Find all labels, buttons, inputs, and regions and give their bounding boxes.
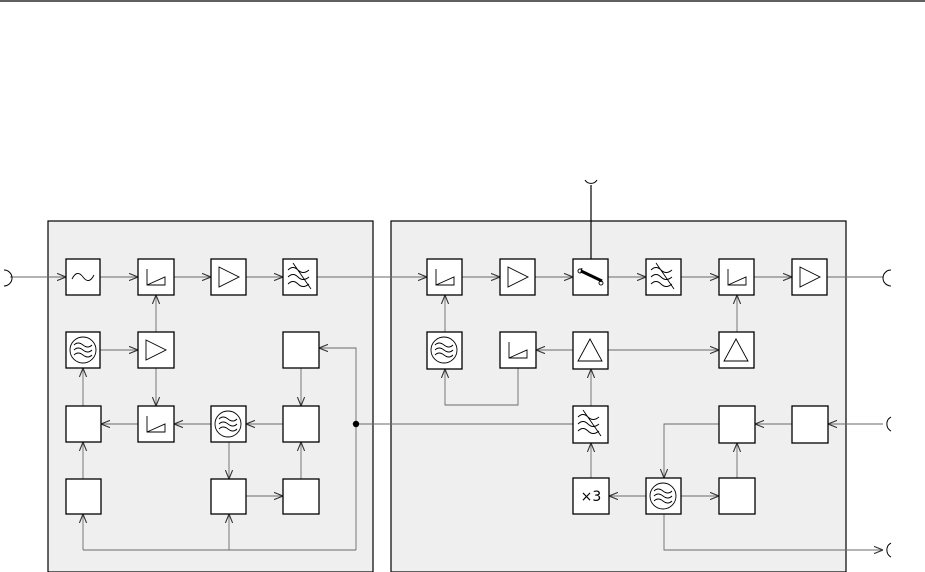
output-port-right bbox=[883, 270, 891, 286]
auxiliary-output-port bbox=[887, 543, 891, 557]
junction-dot bbox=[353, 421, 359, 427]
box bbox=[66, 479, 101, 514]
lowpass-filter bbox=[283, 259, 317, 295]
input-port-left bbox=[4, 270, 12, 286]
oscillator bbox=[211, 406, 246, 442]
lowpass-filter bbox=[573, 406, 608, 443]
oscillator bbox=[646, 478, 681, 514]
amplifier bbox=[792, 259, 827, 295]
bandpass-filter bbox=[66, 259, 100, 295]
box bbox=[283, 479, 319, 514]
box bbox=[792, 406, 828, 443]
attenuator bbox=[500, 332, 536, 368]
amplifier bbox=[138, 332, 174, 368]
amplifier bbox=[500, 259, 535, 295]
attenuator bbox=[138, 259, 174, 295]
box bbox=[283, 332, 319, 368]
antenna-port-top bbox=[585, 180, 597, 183]
detector bbox=[573, 332, 608, 369]
frequency-multiplier: ×3 bbox=[573, 478, 609, 514]
oscillator bbox=[66, 332, 100, 368]
detector bbox=[719, 332, 754, 368]
box bbox=[66, 406, 101, 442]
multiplier-label: ×3 bbox=[581, 489, 602, 505]
switch bbox=[573, 259, 608, 295]
lowpass-filter bbox=[646, 259, 681, 295]
oscillator bbox=[427, 332, 462, 369]
box bbox=[283, 406, 319, 442]
attenuator bbox=[427, 259, 462, 295]
attenuator bbox=[138, 406, 174, 442]
amplifier bbox=[211, 259, 246, 295]
box bbox=[719, 406, 755, 443]
box bbox=[719, 478, 755, 514]
reference-port-right bbox=[887, 417, 891, 431]
attenuator bbox=[719, 259, 754, 295]
box bbox=[211, 479, 246, 514]
